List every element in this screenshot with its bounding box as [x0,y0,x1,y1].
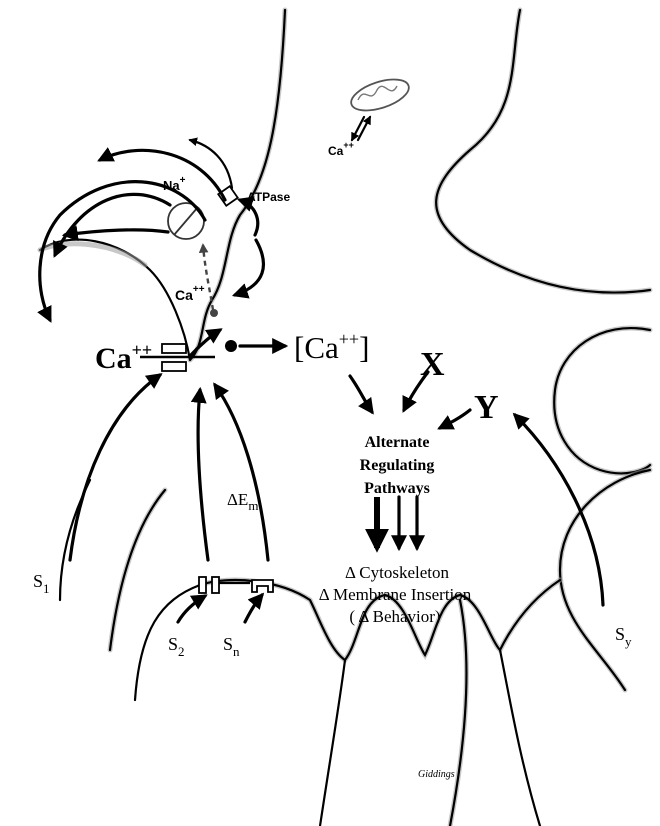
influx-arrow [190,330,220,356]
s2-label: S2 [168,634,185,659]
svg-text:Δ Cytoskeleton: Δ Cytoskeleton [345,563,449,582]
pathways-text: Alternate Regulating Pathways [360,434,435,497]
na-label: Na+ [163,175,186,193]
x-label: X [420,346,445,383]
efflux-arrows [40,140,264,320]
svg-text:( Δ Behavior): ( Δ Behavior) [349,607,440,626]
artist-signature: Giddings [418,769,455,780]
concentration-arrow [225,340,285,352]
y-label: Y [474,389,499,426]
s1-arrow [70,375,160,560]
mito-exchange-arrows [352,117,370,140]
sy-label: Sy [615,624,632,649]
stimulus-arrows [70,375,268,560]
cell-membrane [40,10,650,826]
ca-mito-label: Ca++ [328,140,354,158]
delta-em-label: ΔEm [227,490,258,513]
atpase-label: ATPase [247,190,290,204]
ca-external-label: Ca++ [95,340,152,375]
svg-text:Alternate: Alternate [365,434,430,451]
svg-text:Pathways: Pathways [364,480,430,497]
s1-label: S1 [33,571,50,596]
svg-text:Regulating: Regulating [360,457,435,474]
pathway-output-arrows [377,497,417,548]
mitochondrion [347,73,412,116]
em-arrow-right [215,385,268,560]
pathway-inputs [350,372,470,428]
effects-text: Δ Cytoskeleton Δ Membrane Insertion ( Δ … [319,563,472,626]
ca-concentration-label: [Ca++] [294,329,369,365]
em-arrow-left [198,390,208,560]
svg-text:Δ Membrane Insertion: Δ Membrane Insertion [319,585,472,604]
ca-pump-label: Ca++ [175,284,205,303]
receptor-arrows [178,595,262,622]
sn-label: Sn [223,634,240,659]
